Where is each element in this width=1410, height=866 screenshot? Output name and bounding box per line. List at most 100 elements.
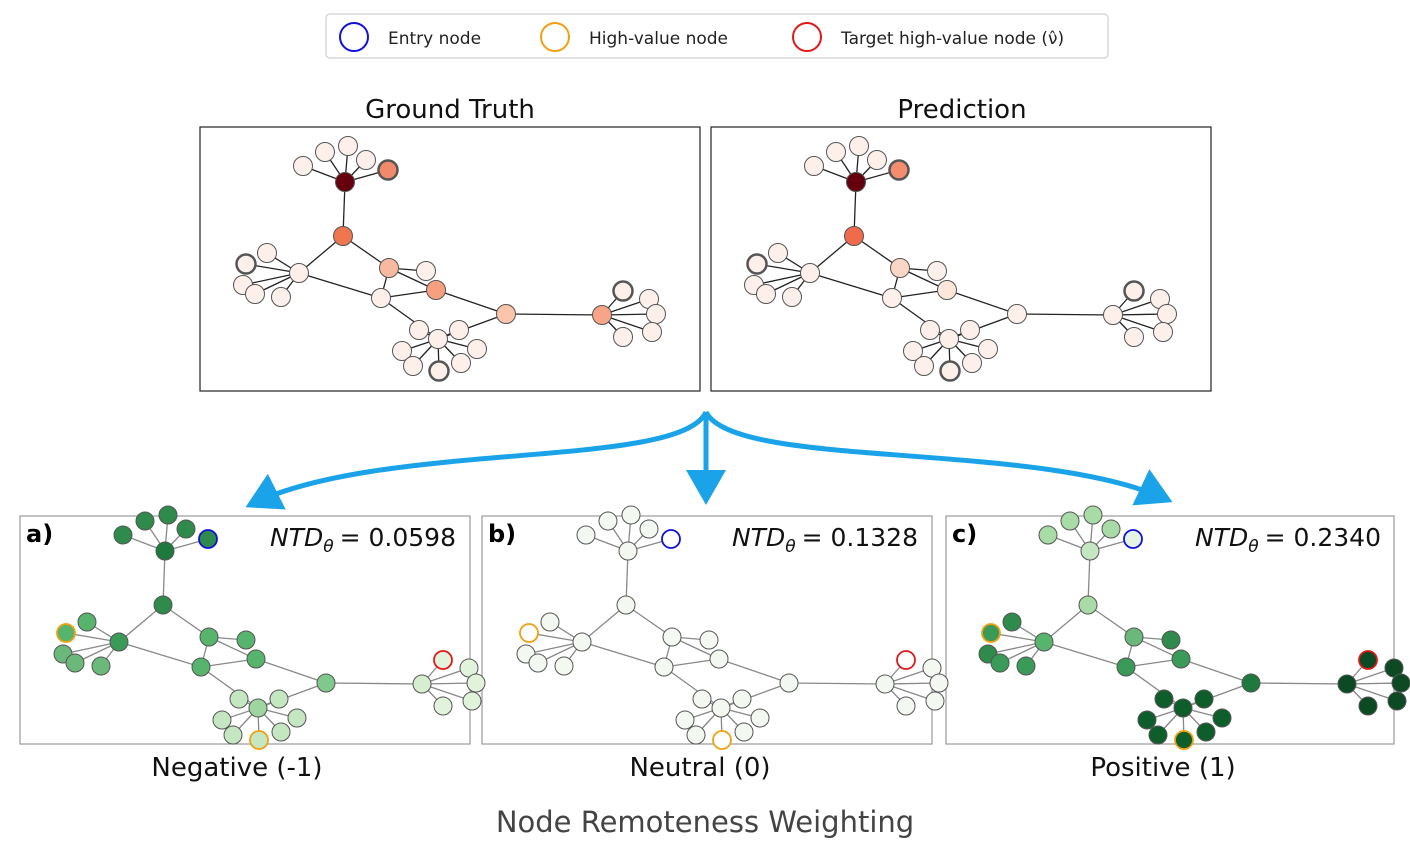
graph-node-lb4 [271,722,291,742]
graph-node-r4 [1153,322,1173,342]
graph-node-r5 [1358,696,1378,716]
graph-edge [1043,641,1127,668]
graph-edge [62,641,120,655]
ground-truth-title: Ground Truth [365,95,535,125]
metric-a-sub: θ [323,537,334,557]
graph-node-m4 [937,280,957,300]
graph-node-l5 [271,287,291,307]
metric-a: NTDθ = 0.0598 [270,523,456,557]
graph-node-l5 [1016,656,1036,676]
graph-edge [255,658,327,684]
graph-edge [1250,682,1348,685]
graph-node-l1 [519,623,539,643]
metric-a-name: NTD [270,523,323,552]
graph-node-l2 [768,243,788,263]
graph-edge [118,604,164,643]
negative-graph [53,505,486,750]
graph-node-s3 [621,505,641,525]
caption-neutral: Neutral (0) [629,753,770,783]
graph-node-s5 [377,159,399,181]
metric-a-value: = 0.0598 [340,523,456,552]
graph-node-R [1337,674,1357,694]
panel-letter-a: a) [26,520,53,548]
graph-node-R [412,674,432,694]
graph-node-lb2 [403,356,423,376]
graph-edge [525,641,583,655]
legend: Entry node High-value node Target high-v… [325,13,1109,59]
prediction-graph [744,136,1177,382]
graph-edge [581,604,627,643]
graph-node-s4 [1101,519,1121,539]
graph-node-v1 [616,595,636,615]
graph-node-r1 [1358,650,1378,670]
graph-node-s3 [158,505,178,525]
metric-c-sub: θ [1248,537,1259,557]
graph-node-r1 [896,650,916,670]
graph-node-L [289,263,309,283]
graph-node-s1 [804,156,824,176]
graph-node-L [1034,632,1054,652]
legend-target-label: Target high-value node (ν̂) [840,29,1064,49]
graph-node-s5 [1123,529,1143,549]
graph-edge [325,682,423,685]
target-node-legend-icon [792,22,822,52]
graph-node-l1 [235,253,257,275]
entry-node-legend-icon [339,22,369,52]
metric-b-name: NTD [732,523,785,552]
neutral-graph [516,505,949,750]
graph-node-lb3 [428,360,450,382]
graph-node-L [572,632,592,652]
graph-node-l5 [782,287,802,307]
graph-node-lb4 [962,353,982,373]
graph-node-v1 [333,226,353,246]
graph-edge [987,641,1045,655]
graph-node-r5 [896,696,916,716]
graph-node-s2 [1060,511,1080,531]
footer-label: Node Remoteness Weighting [496,805,914,839]
ground-truth-panel [199,126,701,392]
graph-node-lb5 [467,339,487,359]
graph-node-m2 [191,657,211,677]
graph-node-s4 [176,519,196,539]
graph-node-l4 [990,653,1010,673]
graph-node-lb [428,329,448,349]
graph-node-s3 [338,136,358,156]
graph-node-lb7 [1194,689,1214,709]
graph-node-hub [155,541,175,561]
graph-node-lb7 [449,320,469,340]
graph-node-lb6 [920,320,940,340]
graph-node-s2 [315,142,335,162]
graph-node-r1 [433,650,453,670]
graph-edge [581,641,665,668]
graph-node-s1 [576,525,596,545]
graph-node-r5 [1124,327,1144,347]
graph-node-s3 [849,136,869,156]
graph-node-l4 [528,653,548,673]
graph-node-r5 [433,696,453,716]
prediction-title: Prediction [897,95,1026,125]
panel-letter-c: c) [952,520,977,548]
graph-node-lb2 [686,725,706,745]
arrow-to-negative [245,410,709,510]
graph-edge [505,313,603,316]
graph-node-r1 [1123,280,1145,302]
metric-c: NTDθ= 0.2340 [1195,523,1381,557]
graph-node-lb7 [732,689,752,709]
graph-node-s2 [826,142,846,162]
graph-node-m2 [654,657,674,677]
graph-node-lb2 [1148,725,1168,745]
graph-edge [718,658,790,684]
graph-node-v1 [1078,595,1098,615]
graph-edge [1016,313,1114,316]
graph-node-l5 [554,656,574,676]
graph-node-lb4 [734,722,754,742]
graph-node-r4 [462,691,482,711]
graph-node-l2 [77,612,97,632]
graph-node-v1 [153,595,173,615]
graph-node-lb3 [712,730,732,750]
graph-node-lb1 [1137,710,1157,730]
graph-node-s5 [198,529,218,549]
graph-node-m1 [199,627,219,647]
graph-node-r3 [466,673,486,693]
